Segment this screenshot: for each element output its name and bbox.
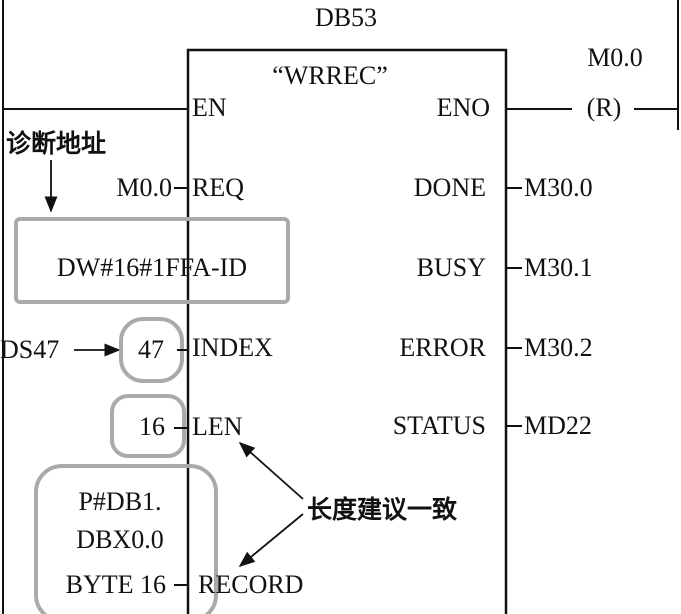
record-highlight-box	[34, 464, 218, 614]
pin-eno: ENO	[437, 93, 490, 122]
pin-record: RECORD	[198, 570, 303, 599]
pin-done: DONE	[414, 173, 486, 202]
pin-en: EN	[192, 93, 227, 122]
pin-req: REQ	[192, 173, 244, 202]
record-line-1: P#DB1.	[78, 487, 161, 516]
id-highlight-box	[14, 217, 290, 304]
busy-value: M30.1	[524, 253, 593, 282]
index-value: 47	[138, 335, 164, 364]
coil-address: M0.0	[587, 43, 643, 72]
function-block-box	[186, 48, 508, 614]
id-value: DW#16#1FFA-ID	[57, 253, 247, 282]
error-value: M30.2	[524, 333, 593, 362]
length-note: 长度建议一致	[307, 495, 458, 524]
record-line-2: DBX0.0	[76, 525, 163, 554]
pin-index: INDEX	[192, 333, 273, 362]
status-value: MD22	[524, 411, 592, 440]
diag-address-note: 诊断地址	[6, 129, 106, 158]
len-value: 16	[139, 412, 165, 441]
len-highlight-box	[110, 394, 186, 458]
record-line-3: BYTE 16	[66, 570, 166, 599]
record-arrow	[238, 513, 304, 568]
ds-label: DS47	[0, 335, 59, 364]
reset-coil: (R)	[587, 93, 622, 122]
db-number: DB53	[315, 3, 377, 32]
req-value: M0.0	[116, 173, 172, 202]
block-name: “WRREC”	[272, 61, 388, 90]
len-arrow	[238, 441, 304, 500]
pin-busy: BUSY	[417, 253, 487, 282]
pin-status: STATUS	[393, 411, 486, 440]
pin-len: LEN	[192, 412, 243, 441]
pin-error: ERROR	[399, 333, 486, 362]
done-value: M30.0	[524, 173, 593, 202]
